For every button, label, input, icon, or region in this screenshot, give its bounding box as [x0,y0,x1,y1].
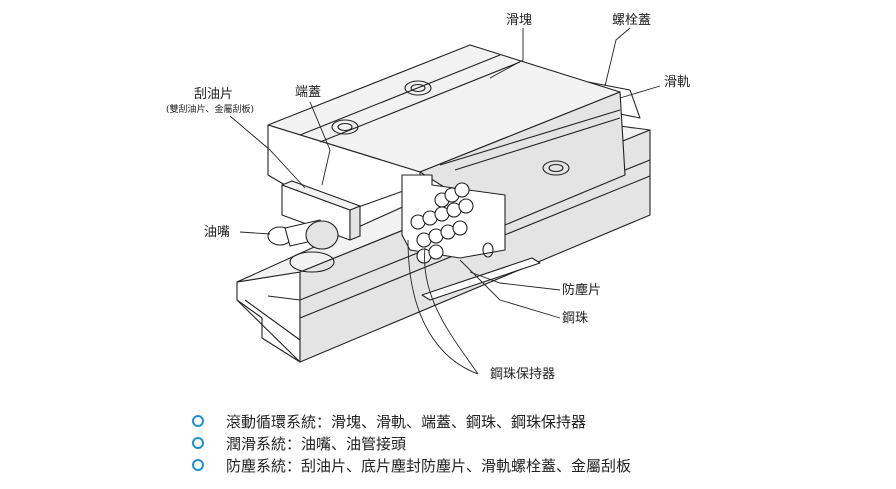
circle-bullet-icon [192,415,204,427]
label-slider: 滑塊 [506,12,532,28]
label-grease-nipple: 油嘴 [204,225,230,240]
label-end-cap: 端蓋 [295,85,321,100]
legend-text: 潤滑系統：油嘴、油管接頭 [226,434,407,453]
legend-item-dust-proof-system: 防塵系統：刮油片、底片塵封防塵片、滑軌螺栓蓋、金屬刮板 [192,454,832,476]
legend-item-rolling-system: 滾動循環系統：滑塊、滑軌、端蓋、鋼珠、鋼珠保持器 [192,410,832,432]
steel-balls [410,182,474,264]
label-ball-retainer: 鋼珠保持器 [490,367,555,382]
linear-guide-diagram: 滑塊 螺栓蓋 滑軌 刮油片 (雙刮油片、金屬刮板) 端蓋 油嘴 防塵片 鋼珠 鋼… [166,12,690,382]
circle-bullet-icon [192,437,204,449]
circle-bullet-icon [192,459,204,471]
label-rail: 滑軌 [664,74,690,90]
label-dust-seal: 防塵片 [562,282,601,298]
legend-text: 滾動循環系統：滑塊、滑軌、端蓋、鋼珠、鋼珠保持器 [226,412,587,431]
system-legend: 滾動循環系統：滑塊、滑軌、端蓋、鋼珠、鋼珠保持器 潤滑系統：油嘴、油管接頭 防塵… [192,410,832,476]
label-steel-ball: 鋼珠 [562,311,588,326]
leader-lines [229,27,661,375]
slider-block [267,44,626,259]
legend-text: 防塵系統：刮油片、底片塵封防塵片、滑軌螺栓蓋、金屬刮板 [226,456,632,475]
label-rail-bolt-cap: 螺栓蓋 [612,13,651,28]
grease-nipple [267,219,339,273]
label-scraper-note: (雙刮油片、金屬刮板) [166,103,254,115]
label-scraper: 刮油片 [194,87,233,102]
legend-item-lubrication-system: 潤滑系統：油嘴、油管接頭 [192,432,832,454]
dust-seal-strip [421,257,541,301]
